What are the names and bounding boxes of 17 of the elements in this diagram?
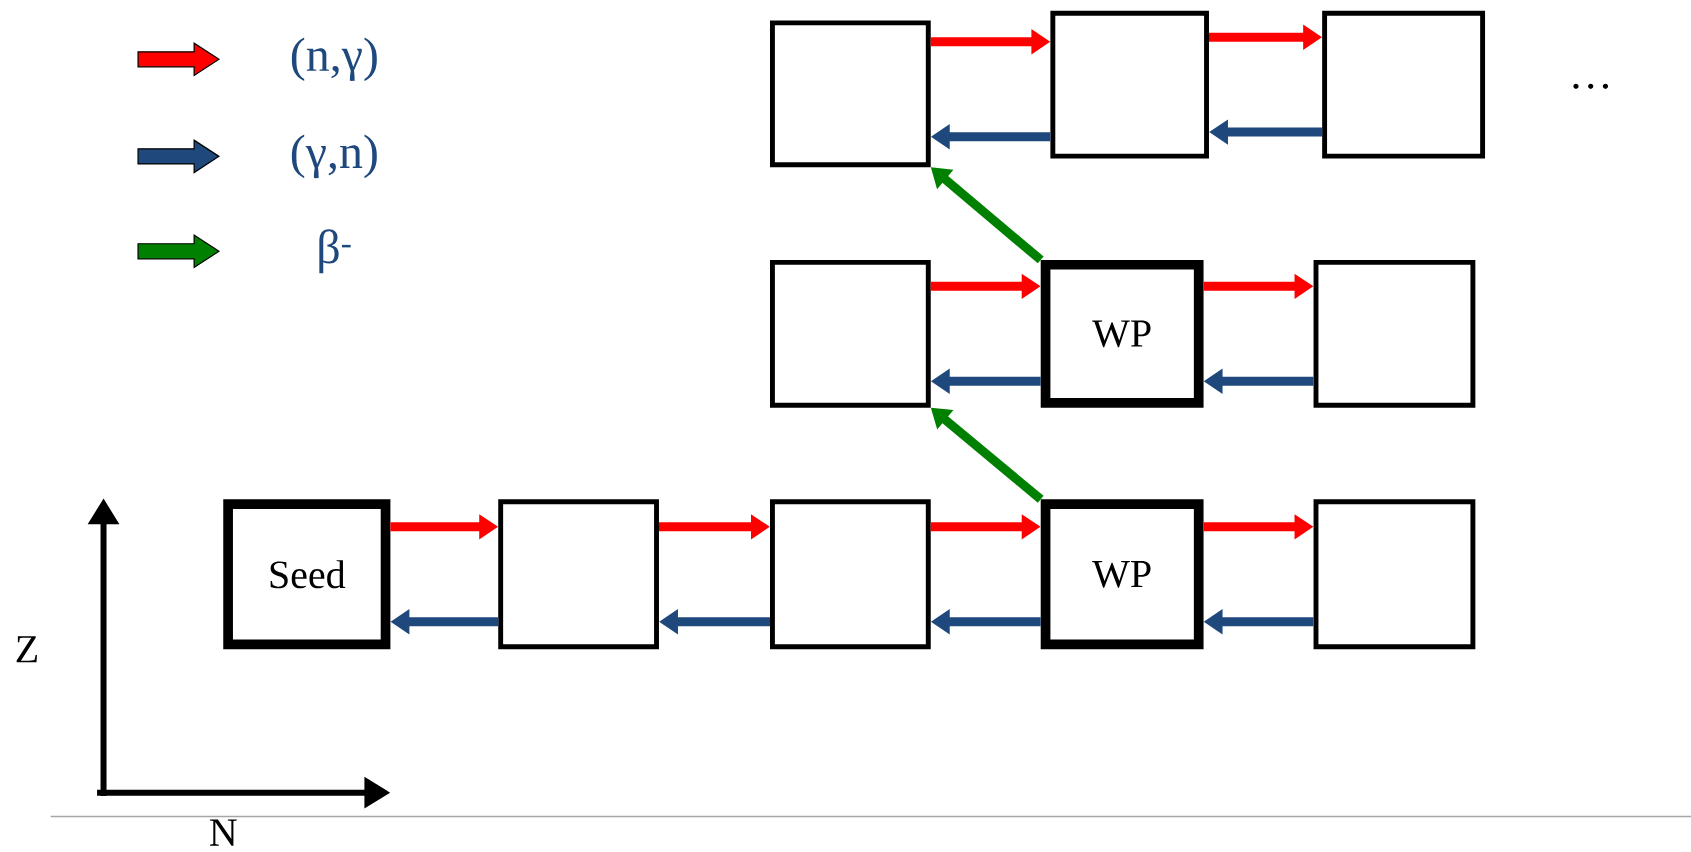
- nuclide-box: [770, 259, 931, 408]
- legend-label: (γ,n): [291, 134, 377, 179]
- ellipsis: …: [1573, 83, 1609, 89]
- nuclide-box: [1322, 10, 1486, 159]
- nuclide-box: [1313, 259, 1476, 408]
- nuclide-box: WP: [1040, 499, 1204, 650]
- nuclide-box: [770, 499, 931, 650]
- nuclide-box: [498, 499, 659, 650]
- nuclide-box: Seed: [223, 499, 391, 650]
- axis-label: Z: [16, 636, 37, 663]
- axis-label: N: [209, 819, 237, 846]
- nuclide-box: WP: [1040, 259, 1204, 408]
- nuclide-box: [770, 20, 931, 168]
- legend-label: β$^{-}$: [319, 229, 351, 274]
- legend-label: (n,γ): [291, 37, 377, 82]
- nuclide-box: [1050, 10, 1209, 159]
- nuclide-box: [1313, 499, 1476, 650]
